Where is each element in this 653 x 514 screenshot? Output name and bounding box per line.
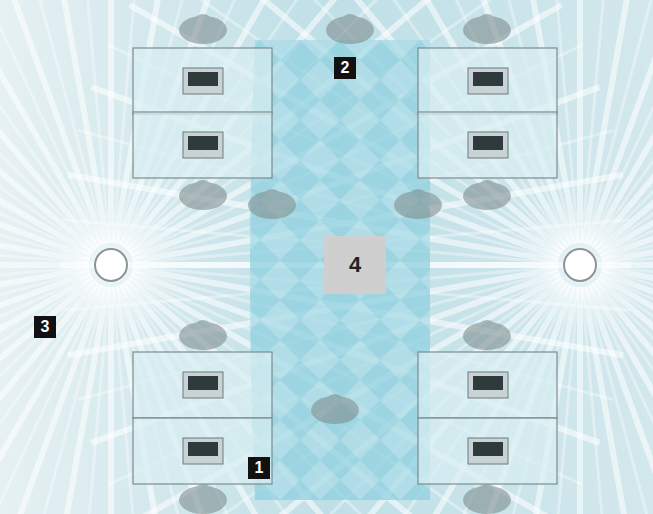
light-ray [577, 287, 583, 514]
light-ray [0, 279, 94, 514]
callout-number: 3 [34, 316, 56, 338]
laptop-keyboard [188, 442, 218, 456]
laptop-keyboard [473, 136, 503, 150]
person-head [193, 484, 213, 504]
laptop-keyboard [473, 72, 503, 86]
callout-number: 4 [324, 236, 386, 294]
light-ray [601, 87, 653, 257]
light-ray [108, 0, 114, 243]
person-head [408, 189, 428, 209]
laptop-keyboard [473, 376, 503, 390]
laptop [468, 132, 508, 158]
laptop-keyboard [188, 136, 218, 150]
laptop [183, 372, 223, 398]
laptop [183, 438, 223, 464]
desk [133, 48, 272, 114]
desk [418, 48, 557, 114]
laptop-keyboard [188, 72, 218, 86]
person-head [477, 14, 497, 34]
person-head [477, 484, 497, 504]
person-head [477, 320, 497, 340]
light-ray [21, 0, 107, 243]
light-ray [600, 45, 653, 255]
desk [133, 418, 272, 484]
light-ray [598, 0, 653, 252]
desk [133, 112, 272, 178]
light-ray [577, 0, 583, 243]
person-head [193, 180, 213, 200]
person-head [325, 394, 345, 414]
person-head [193, 14, 213, 34]
desk [418, 418, 557, 484]
light-ray [597, 0, 653, 251]
light-ray [0, 273, 90, 443]
desk [133, 352, 272, 418]
light-ray [0, 274, 91, 484]
light-ray [108, 287, 114, 514]
ceiling-light [95, 249, 127, 281]
light-ray [0, 278, 93, 514]
callout-number: 2 [334, 57, 356, 79]
laptop [183, 68, 223, 94]
person-head [193, 320, 213, 340]
desk [418, 352, 557, 418]
person-head [262, 189, 282, 209]
light-ray [66, 0, 109, 243]
laptop [468, 438, 508, 464]
laptop-keyboard [188, 376, 218, 390]
laptop [468, 372, 508, 398]
callout-number: 1 [248, 457, 270, 479]
desk [418, 112, 557, 178]
ceiling-light [564, 249, 596, 281]
light-ray [582, 287, 625, 514]
laptop [468, 68, 508, 94]
walkway [250, 40, 430, 500]
person-head [340, 14, 360, 34]
light-ray [0, 271, 90, 400]
laptop-keyboard [473, 442, 503, 456]
desks [133, 48, 557, 484]
light-ray [599, 5, 653, 254]
person-head [477, 180, 497, 200]
light-ray [584, 287, 653, 514]
laptop [183, 132, 223, 158]
